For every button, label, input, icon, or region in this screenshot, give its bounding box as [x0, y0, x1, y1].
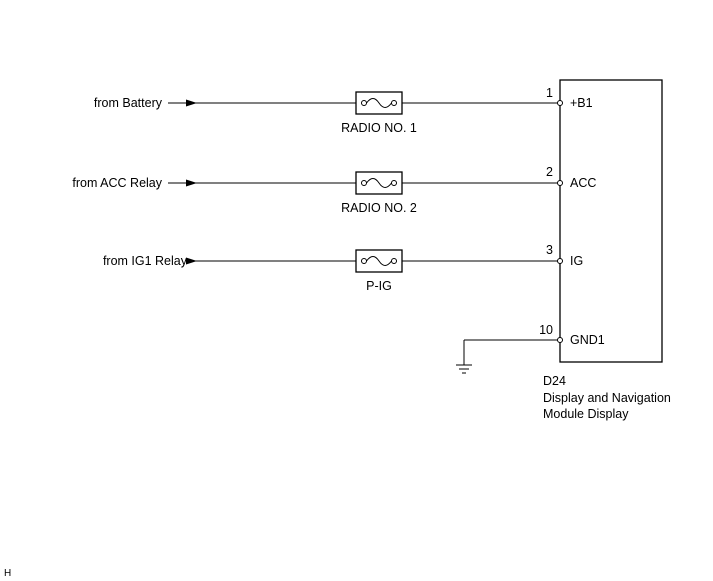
pin-number: 2 — [546, 165, 553, 179]
fuse-p-ig — [355, 249, 403, 273]
fuse-terminal — [391, 180, 397, 186]
fuse-terminal — [391, 258, 397, 264]
component-name-line2: Module Display — [543, 407, 629, 421]
ground-icon — [456, 364, 472, 374]
fuse-terminal — [391, 100, 397, 106]
component-name-line1: Display and Navigation — [543, 391, 671, 405]
circuit-battery: from Battery RADIO NO. 1 1 +B1 — [94, 86, 593, 135]
terminal-name: GND1 — [570, 333, 605, 347]
fuse-element-icon — [366, 178, 392, 188]
fuse-label: RADIO NO. 2 — [341, 201, 417, 215]
connector-pin — [557, 100, 563, 106]
connector-pin — [557, 258, 563, 264]
connector-pin — [557, 337, 563, 343]
pin-number: 3 — [546, 243, 553, 257]
arrow-icon — [186, 257, 197, 265]
fuse-radio-no-2 — [355, 171, 403, 195]
fuse-label: RADIO NO. 1 — [341, 121, 417, 135]
terminal-name: IG — [570, 254, 583, 268]
circuit-acc: from ACC Relay RADIO NO. 2 2 ACC — [72, 165, 596, 215]
fuse-terminal — [361, 180, 367, 186]
connector-pin — [557, 180, 563, 186]
terminal-name: +B1 — [570, 96, 593, 110]
source-label-ig1: from IG1 Relay — [103, 254, 188, 268]
fuse-label: P-IG — [366, 279, 392, 293]
fuse-element-icon — [366, 256, 392, 266]
ground-circuit: 10 GND1 — [456, 323, 605, 374]
module-box — [559, 79, 663, 363]
fuse-terminal — [361, 258, 367, 264]
fuse-radio-no-1 — [355, 91, 403, 115]
pin-number: 10 — [539, 323, 553, 337]
fuse-terminal — [361, 100, 367, 106]
source-label-acc: from ACC Relay — [72, 176, 162, 190]
arrow-icon — [186, 99, 197, 107]
circuit-ig1: from IG1 Relay P-IG 3 IG — [103, 243, 583, 293]
component-code: D24 — [543, 374, 566, 388]
corner-mark: H — [4, 568, 11, 579]
terminal-name: ACC — [570, 176, 596, 190]
arrow-icon — [186, 179, 197, 187]
source-label-battery: from Battery — [94, 96, 163, 110]
pin-number: 1 — [546, 86, 553, 100]
fuse-element-icon — [366, 98, 392, 108]
